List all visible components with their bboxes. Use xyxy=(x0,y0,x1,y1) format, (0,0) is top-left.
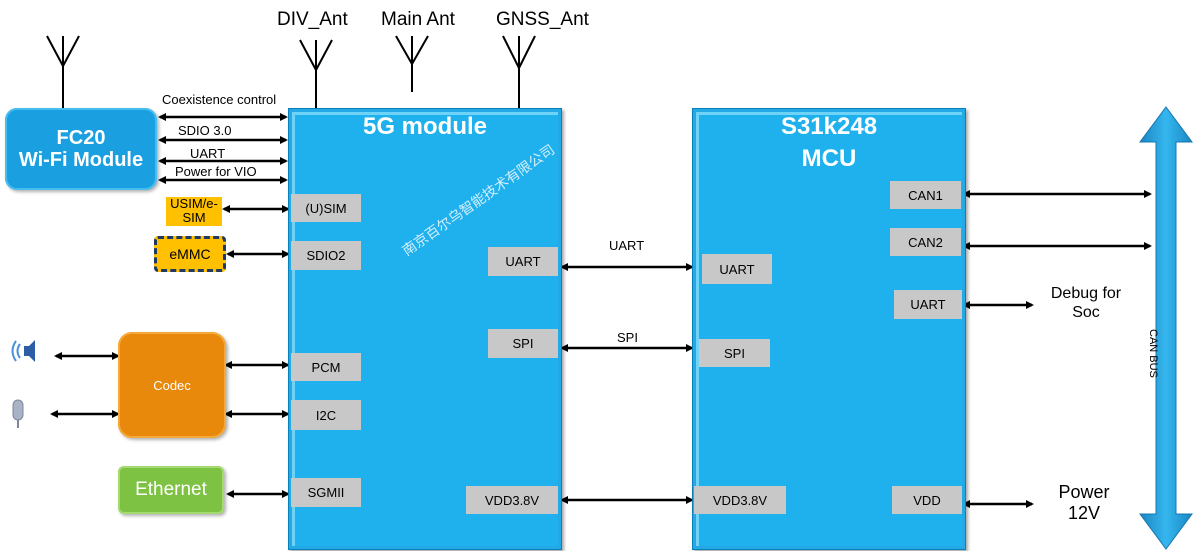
5g-port-pcm: PCM xyxy=(291,353,361,381)
codec-box: Codec xyxy=(118,332,226,438)
gnss-ant-label: GNSS_Ant xyxy=(496,9,589,30)
debug-line2: Soc xyxy=(1072,304,1100,321)
5g-port-usim: (U)SIM xyxy=(291,194,361,222)
mcu-port-uart-debug: UART xyxy=(894,290,962,319)
emmc-box: eMMC xyxy=(154,236,226,272)
wifi-module-title: FC20 xyxy=(56,127,106,149)
debug-soc-label: Debug for Soc xyxy=(1040,284,1132,322)
wifi-module-subtitle: Wi-Fi Module xyxy=(18,149,144,171)
gnss-antenna-icon xyxy=(502,35,536,108)
sdio3-label: SDIO 3.0 xyxy=(178,123,232,138)
uart-link-label: UART xyxy=(609,238,645,253)
mcu-title-line1: S31k248 xyxy=(780,113,878,140)
usim-box: USIM/e- SIM xyxy=(166,197,222,226)
speaker-icon xyxy=(11,340,35,362)
ethernet-label: Ethernet xyxy=(135,479,207,500)
5g-port-spi: SPI xyxy=(488,329,558,358)
can-bus-arrow xyxy=(1139,106,1193,550)
mcu-port-uart: UART xyxy=(702,254,772,284)
main-ant-label: Main Ant xyxy=(381,9,455,30)
power-line2: 12V xyxy=(1067,503,1101,523)
uart-wifi-label: UART xyxy=(190,146,226,161)
mcu-port-can2: CAN2 xyxy=(890,228,961,256)
mcu-box: S31k248 MCU xyxy=(692,108,966,550)
mcu-port-spi: SPI xyxy=(699,339,770,367)
5g-port-vdd: VDD3.8V xyxy=(466,486,558,514)
5g-port-sdio2: SDIO2 xyxy=(291,241,361,270)
5g-module-title: 5G module xyxy=(362,113,488,140)
wifi-antenna-icon xyxy=(46,35,80,108)
usim-line2: SIM xyxy=(182,210,206,225)
mcu-title-line2: MCU xyxy=(801,145,857,172)
mcu-port-can1: CAN1 xyxy=(890,181,961,209)
5g-port-sgmii: SGMII xyxy=(291,478,361,507)
mcu-port-vdd: VDD3.8V xyxy=(694,486,786,514)
power-vio-label: Power for VIO xyxy=(175,164,257,179)
usim-line1: USIM/e- xyxy=(170,196,218,211)
wifi-module-box: FC20 Wi-Fi Module xyxy=(5,108,157,190)
codec-label: Codec xyxy=(153,377,191,393)
div-ant-label: DIV_Ant xyxy=(277,9,348,30)
power-12v-label: Power 12V xyxy=(1046,482,1122,524)
emmc-label: eMMC xyxy=(169,246,211,262)
div-antenna-icon xyxy=(299,39,333,112)
debug-line1: Debug for xyxy=(1050,285,1122,302)
power-line1: Power xyxy=(1058,482,1110,502)
ethernet-box: Ethernet xyxy=(118,466,224,514)
microphone-icon xyxy=(12,399,24,428)
mcu-port-vdd-power: VDD xyxy=(892,486,962,514)
spi-link-label: SPI xyxy=(617,330,638,345)
can-bus-label: CAN BUS xyxy=(1147,329,1159,378)
main-antenna-icon xyxy=(395,35,429,92)
5g-port-i2c: I2C xyxy=(291,400,361,430)
coexistence-label: Coexistence control xyxy=(162,92,277,107)
5g-port-uart: UART xyxy=(488,247,558,276)
